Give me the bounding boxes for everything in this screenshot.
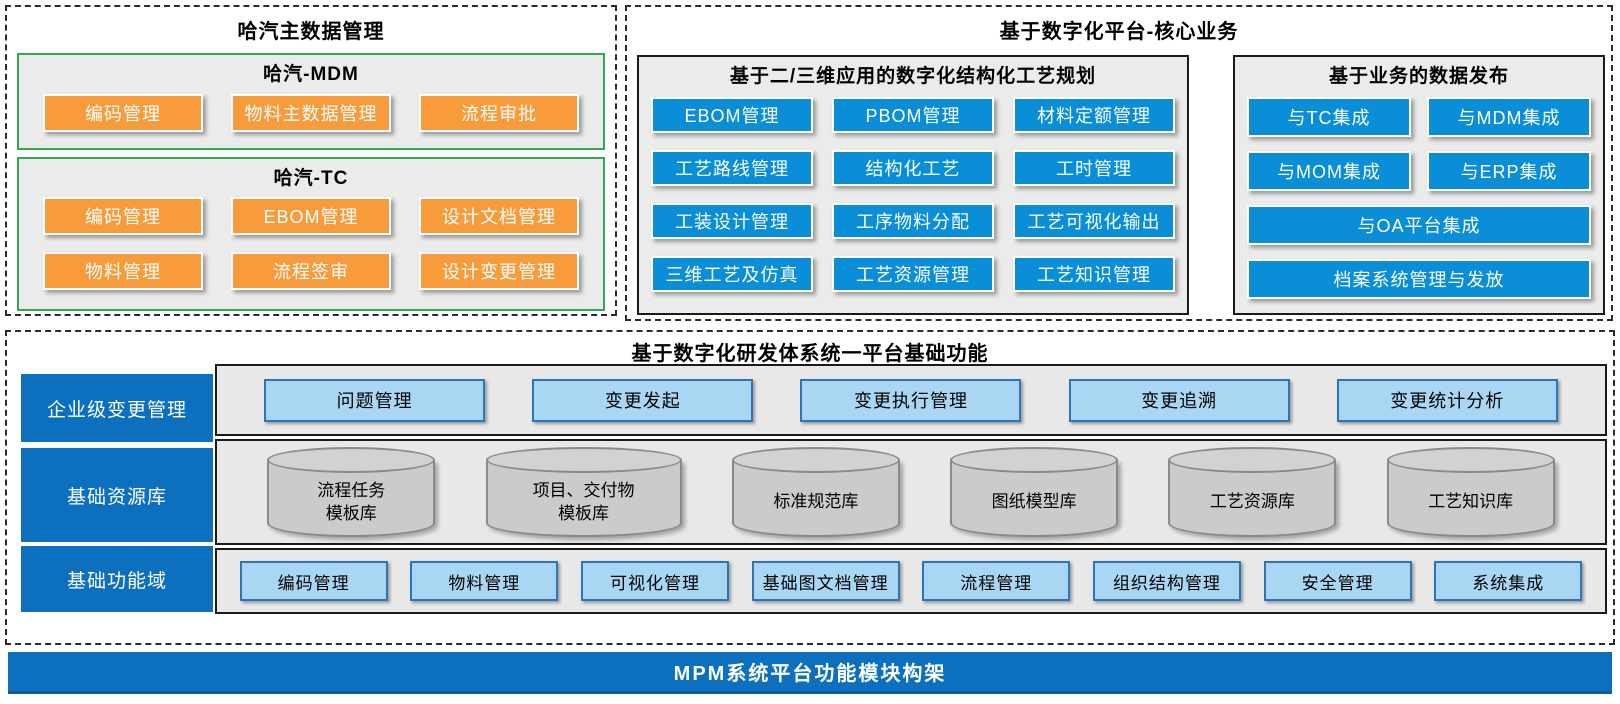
module-button: 编码管理 (239, 561, 388, 601)
cylinder-top (267, 447, 436, 473)
button-row: 物料管理 流程签审 设计变更管理 (19, 252, 603, 290)
database-cylinder: 图纸模型库 (950, 447, 1119, 537)
module-button: 编码管理 (43, 197, 203, 235)
cylinder-label: 工艺知识库 (1428, 492, 1514, 512)
module-button: 结构化工艺 (832, 150, 994, 186)
resource-library-row: 流程任务 模板库 项目、交付物 模板库 标准规范库 图纸模型库 (215, 439, 1607, 545)
module-button: 流程管理 (922, 561, 1071, 601)
button-row: 工装设计管理 工序物料分配 工艺可视化输出 (639, 203, 1187, 239)
change-management-row: 问题管理 变更发起 变更执行管理 变更追溯 变更统计分析 (215, 364, 1607, 436)
master-data-section: 哈汽主数据管理 哈汽-MDM 编码管理 物料主数据管理 流程审批 哈汽-TC 编… (5, 5, 617, 316)
cylinder-top (485, 447, 682, 473)
module-button: PBOM管理 (832, 97, 994, 133)
module-button: 变更追溯 (1068, 378, 1290, 422)
module-button: 设计文档管理 (419, 197, 579, 235)
module-button: 工装设计管理 (651, 203, 813, 239)
module-button: 问题管理 (264, 378, 486, 422)
module-button: 编码管理 (43, 94, 203, 132)
tc-panel-title: 哈汽-TC (273, 168, 349, 189)
cylinder-label: 工艺资源库 (1209, 492, 1295, 512)
tc-panel: 哈汽-TC 编码管理 EBOM管理 设计文档管理 物料管理 流程签审 设计变更管… (17, 157, 605, 311)
button-row: 工艺路线管理 结构化工艺 工时管理 (639, 150, 1187, 186)
module-button: 与OA平台集成 (1247, 205, 1591, 245)
cylinder-top (1168, 447, 1337, 473)
module-button: 三维工艺及仿真 (651, 256, 813, 292)
module-button: 变更发起 (532, 378, 754, 422)
module-button: 与ERP集成 (1427, 151, 1591, 191)
mdm-panel: 哈汽-MDM 编码管理 物料主数据管理 流程审批 (17, 53, 605, 150)
button-row: 编码管理 物料主数据管理 流程审批 (19, 94, 603, 132)
footer-title-bar: MPM系统平台功能模块构架 (8, 652, 1612, 694)
platform-foundation-title: 基于数字化研发体系统一平台基础功能 (631, 343, 989, 365)
module-button: 变更统计分析 (1336, 378, 1558, 422)
row-label-change-management: 企业级变更管理 (21, 374, 213, 442)
core-business-section-title: 基于数字化平台-核心业务 (999, 21, 1239, 43)
database-cylinder: 项目、交付物 模板库 (485, 447, 682, 537)
mdm-panel-title: 哈汽-MDM (263, 64, 359, 85)
module-button: 工艺资源管理 (832, 256, 994, 292)
module-button: 安全管理 (1263, 561, 1412, 601)
module-button: 与TC集成 (1247, 97, 1411, 137)
module-button: 工艺知识管理 (1013, 256, 1175, 292)
button-row: 编码管理 EBOM管理 设计文档管理 (19, 197, 603, 235)
module-button: 物料管理 (43, 252, 203, 290)
button-row: 与OA平台集成 (1235, 205, 1603, 245)
module-button: 工时管理 (1013, 150, 1175, 186)
module-button: 物料管理 (410, 561, 559, 601)
cylinder-label: 图纸模型库 (991, 492, 1077, 512)
module-button: 材料定额管理 (1013, 97, 1175, 133)
data-publish-title: 基于业务的数据发布 (1328, 66, 1509, 87)
button-row: EBOM管理 PBOM管理 材料定额管理 (639, 97, 1187, 133)
basic-function-row: 编码管理 物料管理 可视化管理 基础图文档管理 流程管理 组织结构管理 安全管理… (215, 548, 1607, 614)
process-planning-title: 基于二/三维应用的数字化结构化工艺规划 (729, 66, 1097, 87)
module-button: 流程签审 (231, 252, 391, 290)
button-row: 三维工艺及仿真 工艺资源管理 工艺知识管理 (639, 256, 1187, 292)
module-button: 流程审批 (419, 94, 579, 132)
module-button: 变更执行管理 (800, 378, 1022, 422)
row-label-basic-function-domain: 基础功能域 (21, 546, 213, 612)
module-button: 可视化管理 (580, 561, 729, 601)
row-label-resource-library: 基础资源库 (21, 448, 213, 542)
module-button: 系统集成 (1434, 561, 1583, 601)
module-button: 工艺路线管理 (651, 150, 813, 186)
cylinder-label: 标准规范库 (773, 492, 859, 512)
button-row: 档案系统管理与发放 (1235, 259, 1603, 299)
core-business-section: 基于数字化平台-核心业务 基于二/三维应用的数字化结构化工艺规划 EBOM管理 … (625, 5, 1613, 321)
cylinder-top (950, 447, 1119, 473)
process-planning-panel: 基于二/三维应用的数字化结构化工艺规划 EBOM管理 PBOM管理 材料定额管理… (637, 55, 1189, 315)
cylinder-top (731, 447, 900, 473)
module-button: 工序物料分配 (832, 203, 994, 239)
database-cylinder: 流程任务 模板库 (267, 447, 436, 537)
data-publish-panel: 基于业务的数据发布 与TC集成 与MDM集成 与MOM集成 与ERP集成 与OA… (1233, 55, 1605, 315)
button-row: 与MOM集成 与ERP集成 (1235, 151, 1603, 191)
database-cylinder: 工艺资源库 (1168, 447, 1337, 537)
database-cylinder: 标准规范库 (731, 447, 900, 537)
module-button: 设计变更管理 (419, 252, 579, 290)
database-cylinder: 工艺知识库 (1386, 447, 1555, 537)
module-button: 基础图文档管理 (751, 561, 900, 601)
cylinder-label: 项目、交付物 模板库 (532, 481, 635, 523)
module-button: 工艺可视化输出 (1013, 203, 1175, 239)
module-button: 档案系统管理与发放 (1247, 259, 1591, 299)
module-button: 与MDM集成 (1427, 97, 1591, 137)
cylinder-label: 流程任务 模板库 (317, 481, 386, 523)
platform-foundation-section: 基于数字化研发体系统一平台基础功能 企业级变更管理 基础资源库 基础功能域 问题… (5, 330, 1615, 645)
button-row: 与TC集成 与MDM集成 (1235, 97, 1603, 137)
cylinder-top (1386, 447, 1555, 473)
module-button: EBOM管理 (231, 197, 391, 235)
master-data-section-title: 哈汽主数据管理 (237, 21, 385, 43)
module-button: 组织结构管理 (1092, 561, 1241, 601)
module-button: 与MOM集成 (1247, 151, 1411, 191)
module-button: EBOM管理 (651, 97, 813, 133)
module-button: 物料主数据管理 (231, 94, 391, 132)
